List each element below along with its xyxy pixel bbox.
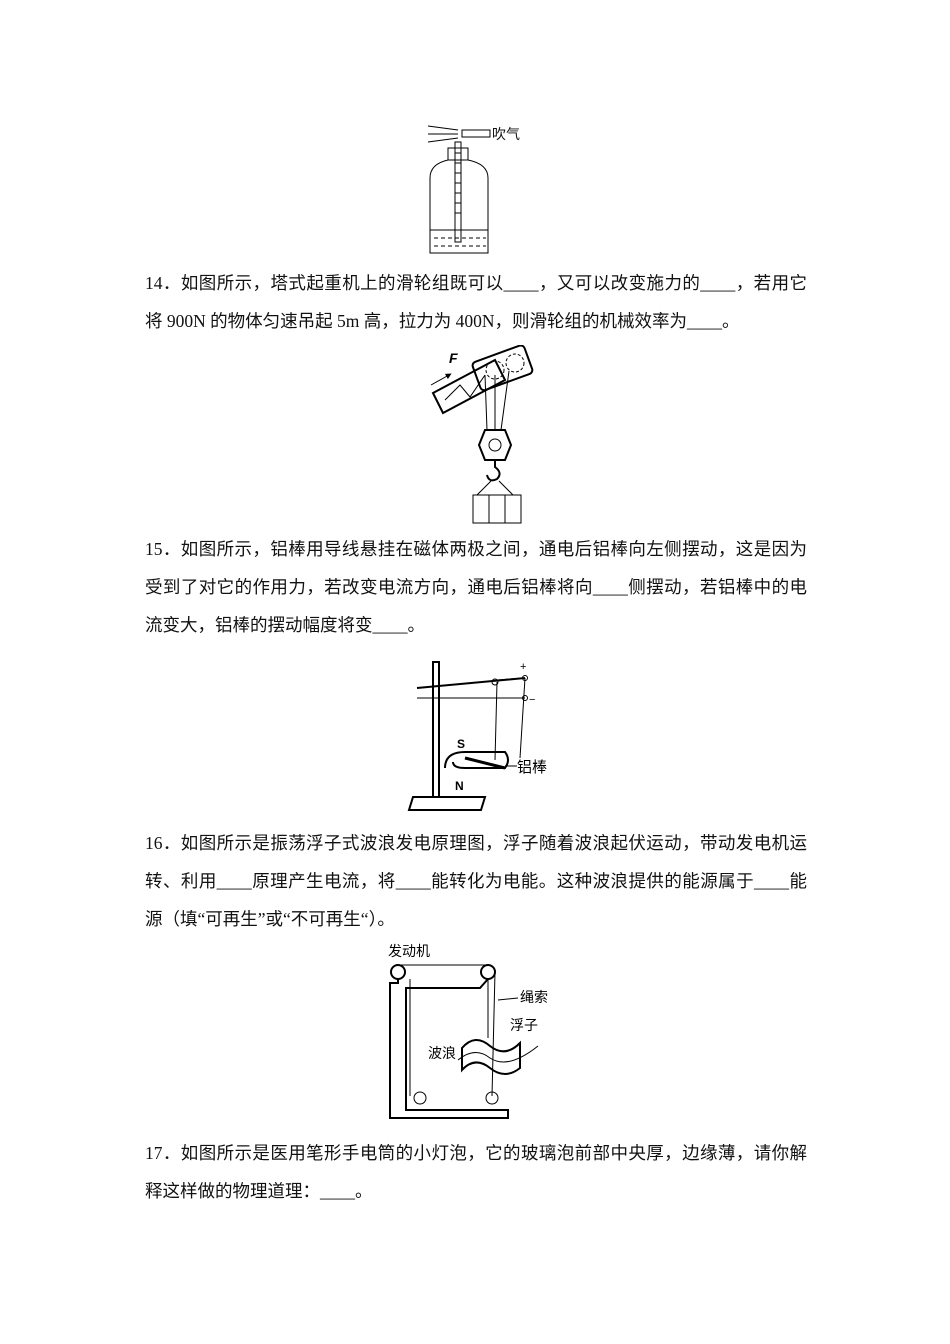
figure-blowing-bottle: 吹气 — [420, 118, 540, 258]
wave-label: 波浪 — [428, 1045, 456, 1061]
rope-label: 绳索 — [520, 989, 548, 1005]
figure-crane-pulley: F — [425, 344, 535, 530]
float-label: 浮子 — [510, 1017, 538, 1033]
question-14: 14．如图所示，塔式起重机上的滑轮组既可以____，又可以改变施力的____，若… — [145, 273, 807, 331]
north-pole-label: N — [455, 779, 464, 793]
figure-aluminium-rod: + − S N 铝棒 — [405, 660, 555, 820]
minus-label: − — [529, 694, 535, 706]
question-17: 17．如图所示是医用笔形手电筒的小灯泡，它的玻璃泡前部中央厚，边缘薄，请你解释这… — [145, 1143, 807, 1201]
figure-wave-generator: 发动机 绳索 浮子 波浪 — [380, 938, 560, 1128]
question-16: 16．如图所示是振荡浮子式波浪发电原理图，浮子随着波浪起伏运动，带动发电机运转、… — [145, 833, 807, 929]
blow-label: 吹气 — [492, 126, 520, 142]
rod-label: 铝棒 — [517, 759, 547, 776]
generator-label: 发动机 — [388, 943, 430, 959]
force-label: F — [449, 350, 458, 366]
south-pole-label: S — [457, 737, 465, 751]
plus-label: + — [520, 661, 526, 673]
question-15: 15．如图所示，铝棒用导线悬挂在磁体两极之间，通电后铝棒向左侧摆动，这是因为受到… — [145, 539, 807, 635]
